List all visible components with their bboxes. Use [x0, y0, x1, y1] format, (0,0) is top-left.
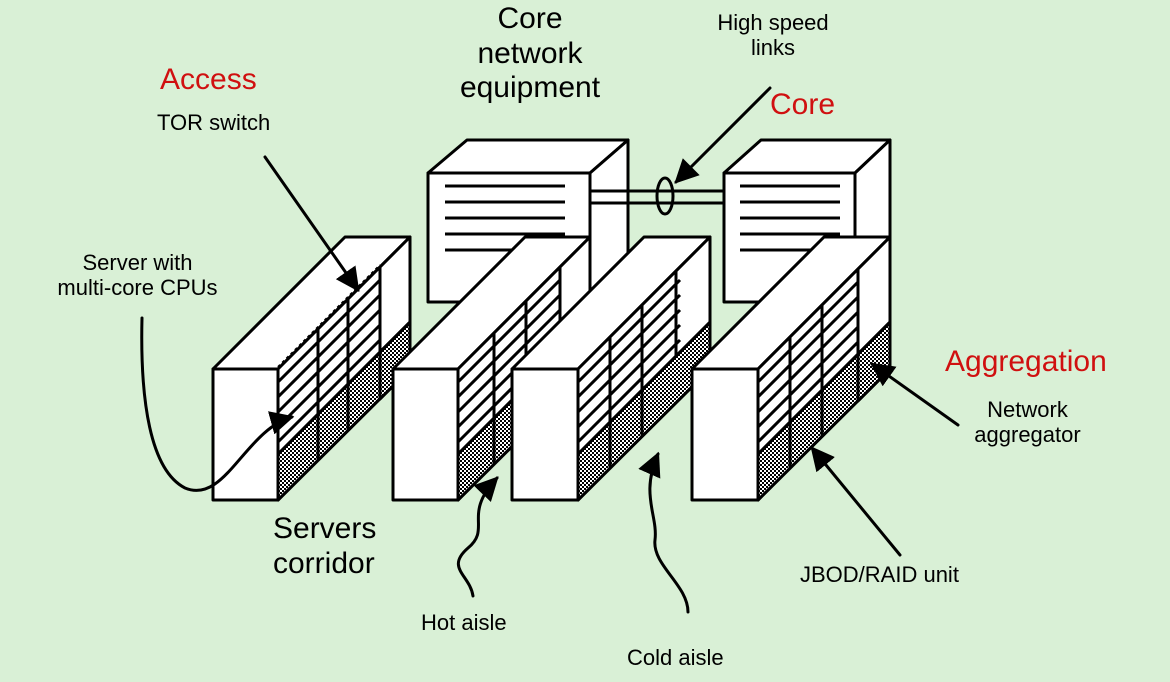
- core-network-equipment-line-1: Core: [497, 2, 563, 35]
- server-multicore-label: Server with multi-core CPUs: [10, 250, 265, 301]
- access-label: Access: [160, 63, 257, 96]
- cold-aisle-label: Cold aisle: [627, 645, 724, 670]
- hot-aisle-arrow: [456, 476, 499, 598]
- server-multicore-line-2: multi-core CPUs: [57, 275, 218, 301]
- high-speed-links-label: High speed links: [688, 10, 858, 61]
- network-aggregator-line-2: aggregator: [974, 422, 1081, 448]
- server-rack-4: [690, 235, 892, 502]
- server-rack-1: [211, 235, 412, 502]
- jbod-raid-arrow: [810, 446, 902, 557]
- high-speed-links: [590, 176, 724, 216]
- network-aggregator-arrow: [870, 362, 960, 427]
- hot-aisle-label: Hot aisle: [421, 610, 507, 635]
- tor-switch-arrow: [263, 155, 360, 292]
- high-speed-links-line-1: High speed: [717, 10, 829, 35]
- server-multicore-arrow: [140, 316, 295, 492]
- network-aggregator-line-1: Network: [987, 397, 1068, 422]
- tor-switch-label: TOR switch: [157, 110, 271, 135]
- jbod-raid-label: JBOD/RAID unit: [800, 562, 959, 587]
- core-network-equipment-line-2: network: [477, 36, 583, 70]
- aggregation-label: Aggregation: [945, 345, 1107, 378]
- servers-corridor-line-2: corridor: [273, 546, 375, 580]
- high-speed-links-line-2: links: [750, 35, 795, 61]
- core-network-equipment-label: Core network equipment: [430, 2, 630, 106]
- core-network-equipment-line-3: equipment: [459, 71, 601, 104]
- servers-corridor-label: Servers corridor: [273, 512, 376, 581]
- servers-corridor-line-1: Servers: [273, 512, 377, 545]
- server-multicore-line-1: Server with: [82, 250, 193, 275]
- high-speed-links-arrow: [674, 86, 772, 184]
- core-equipment-left: [426, 138, 630, 304]
- server-rack-3: [510, 235, 712, 502]
- cold-aisle-arrow: [638, 451, 690, 614]
- network-aggregator-label: Network aggregator: [945, 397, 1110, 448]
- core-label: Core: [770, 88, 836, 121]
